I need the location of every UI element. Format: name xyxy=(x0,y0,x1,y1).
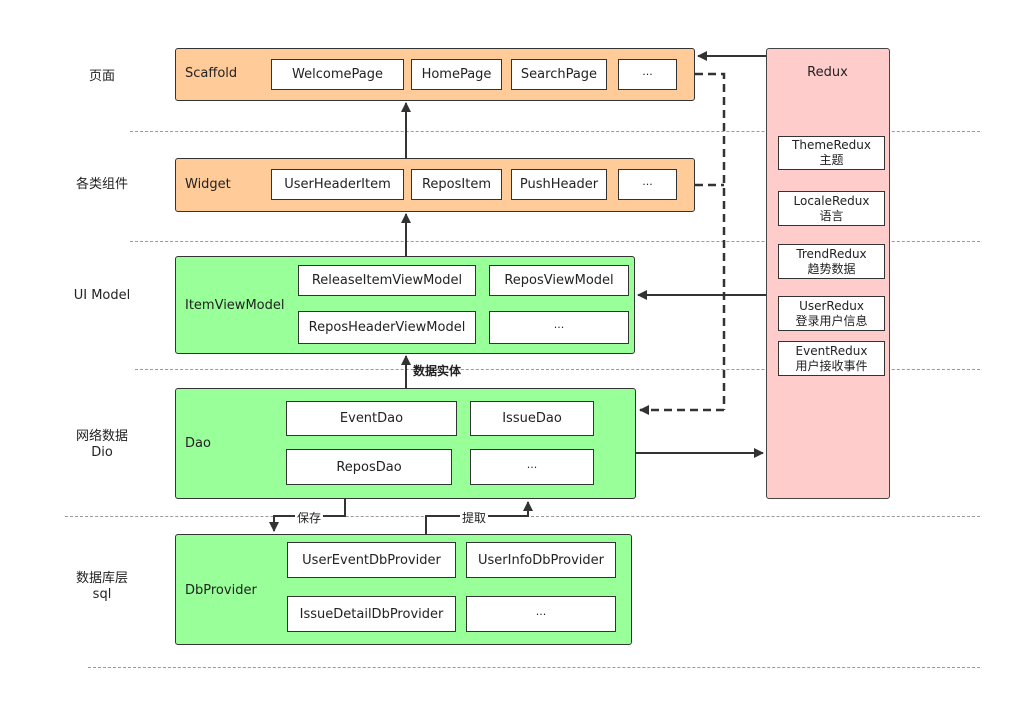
trend-redux-name: TrendRedux xyxy=(796,246,867,261)
layer-label-network: 网络数据 Dio xyxy=(52,429,152,461)
layer-divider xyxy=(65,516,980,517)
locale-redux-box: LocaleRedux 语言 xyxy=(778,191,885,226)
search-page-box: SearchPage xyxy=(511,59,607,90)
user-redux-desc: 登录用户信息 xyxy=(795,313,868,328)
widget-more-box: ··· xyxy=(618,169,677,200)
theme-redux-desc: 主题 xyxy=(819,153,844,167)
trend-redux-box: TrendRedux 趋势数据 xyxy=(778,244,885,279)
redux-title: Redux xyxy=(807,65,848,80)
edge-label-save: 保存 xyxy=(295,509,324,526)
dao-title: Dao xyxy=(185,436,211,451)
edge-label-fetch: 提取 xyxy=(460,509,489,526)
locale-redux-name: LocaleRedux xyxy=(793,193,870,208)
repos-dao-box: ReposDao xyxy=(286,449,452,485)
trend-redux-desc: 趋势数据 xyxy=(807,261,856,276)
layer-label-database-line1: 数据库层 xyxy=(75,571,128,586)
layer-label-ui-model: UI Model xyxy=(73,288,131,303)
locale-redux-desc: 语言 xyxy=(819,208,844,223)
user-info-db-provider-box: UserInfoDbProvider xyxy=(466,542,616,578)
repos-item-box: ReposItem xyxy=(411,169,502,200)
scaffold-title: Scaffold xyxy=(185,66,238,81)
dashed-scaffold-link xyxy=(695,72,726,410)
layer-label-database: 数据库层 sql xyxy=(52,571,152,603)
event-redux-desc: 用户接收事件 xyxy=(795,358,868,373)
issue-detail-db-provider-box: IssueDetailDbProvider xyxy=(287,596,456,632)
layer-label-page: 页面 xyxy=(88,69,115,84)
event-dao-box: EventDao xyxy=(286,401,457,436)
home-page-box: HomePage xyxy=(411,59,502,90)
user-redux-box: UserRedux 登录用户信息 xyxy=(778,296,885,331)
push-header-box: PushHeader xyxy=(511,169,607,200)
itemviewmodel-more-box: ··· xyxy=(489,311,629,344)
layer-divider xyxy=(88,667,980,668)
dbprovider-more-box: ··· xyxy=(466,596,616,632)
repos-header-view-model-box: ReposHeaderViewModel xyxy=(298,311,476,344)
user-event-db-provider-box: UserEventDbProvider xyxy=(287,542,456,578)
layer-label-network-line2: Dio xyxy=(91,445,113,460)
release-item-view-model-box: ReleaseItemViewModel xyxy=(298,265,476,296)
user-header-item-box: UserHeaderItem xyxy=(271,169,404,200)
event-redux-name: EventRedux xyxy=(795,343,868,358)
user-redux-name: UserRedux xyxy=(799,298,864,313)
theme-redux-box: ThemeRedux 主题 xyxy=(778,136,885,170)
layer-divider xyxy=(130,131,980,132)
scaffold-more-box: ··· xyxy=(618,59,677,90)
theme-redux-name: ThemeRedux xyxy=(792,138,871,152)
repos-view-model-box: ReposViewModel xyxy=(489,265,629,296)
layer-label-network-line1: 网络数据 xyxy=(75,429,128,444)
layer-label-widgets: 各类组件 xyxy=(75,177,128,192)
issue-dao-box: IssueDao xyxy=(470,401,594,436)
layer-label-database-line2: sql xyxy=(92,587,112,602)
itemviewmodel-title: ItemViewModel xyxy=(185,298,285,313)
layer-divider xyxy=(135,369,980,370)
welcome-page-box: WelcomePage xyxy=(271,59,404,90)
widget-title: Widget xyxy=(185,177,231,192)
dbprovider-title: DbProvider xyxy=(185,583,257,598)
layer-divider xyxy=(130,241,980,242)
dao-more-box: ··· xyxy=(470,449,594,485)
event-redux-box: EventRedux 用户接收事件 xyxy=(778,341,885,376)
edge-label-data-entity: 数据实体 xyxy=(413,364,462,378)
